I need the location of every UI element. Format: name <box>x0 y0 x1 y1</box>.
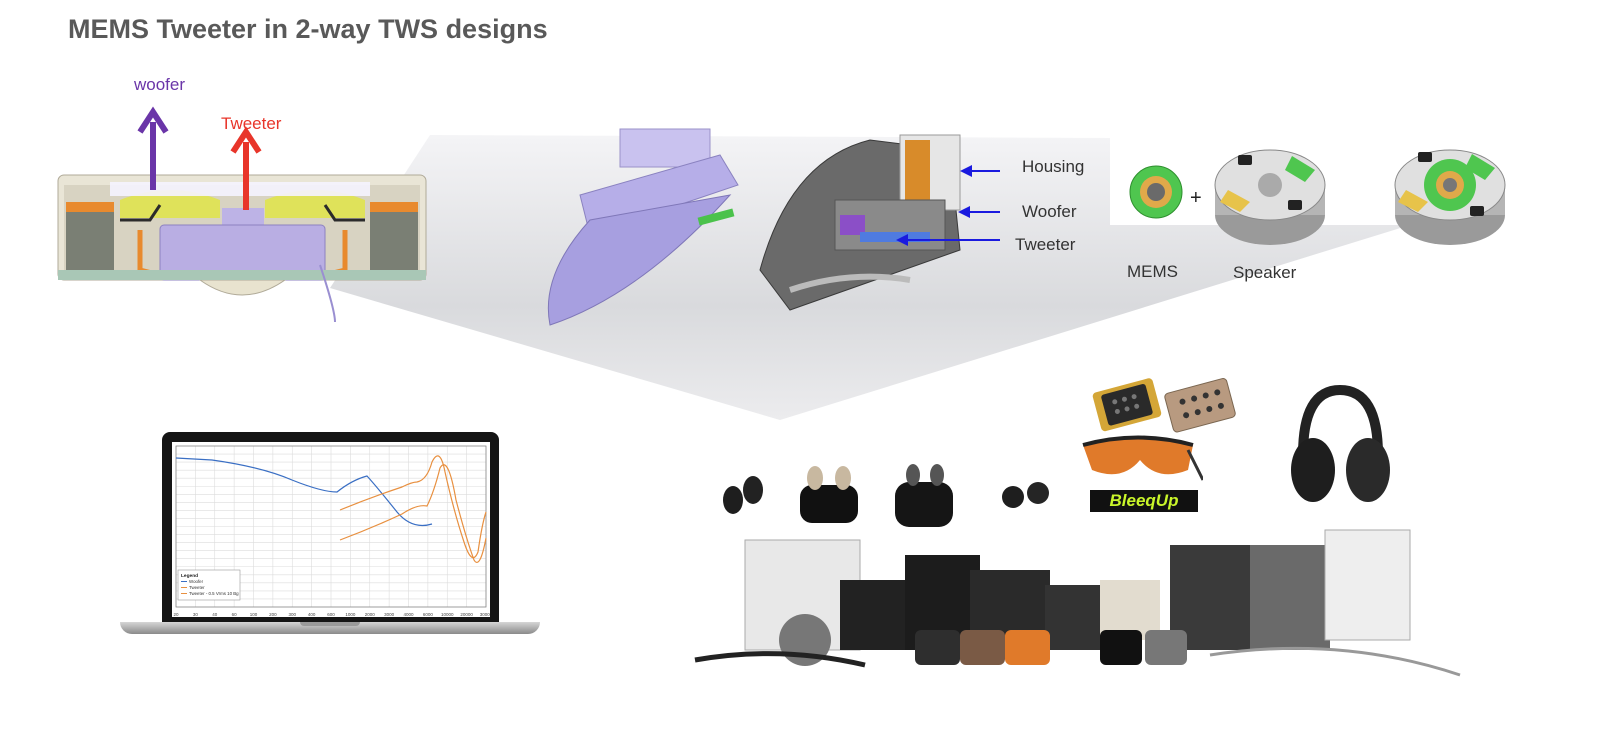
graph-legend-item: Woofer <box>189 579 204 584</box>
graph-legend-box <box>177 569 241 601</box>
graph-x-tick-label: 3000 <box>384 612 395 617</box>
graph-x-tick-label: 300 <box>288 612 296 617</box>
audio-sunglasses <box>1082 435 1203 481</box>
bleequp-logo-text: BleeqUp <box>1109 491 1179 510</box>
graph-x-tick-label: 30 <box>193 612 199 617</box>
woofer-callout: Woofer <box>1022 202 1077 221</box>
graph-x-tick-label: 40 <box>212 612 218 617</box>
woofer-label: woofer <box>134 75 186 94</box>
graph-x-tick-label: 60 <box>232 612 238 617</box>
earbud-housing-render <box>547 128 739 326</box>
tweeter-callout: Tweeter <box>1015 235 1076 254</box>
slide-title: MEMS Tweeter in 2-way TWS designs <box>68 14 548 44</box>
graph-legend-title: Legend <box>181 573 198 579</box>
mems-label: MEMS <box>1127 262 1178 281</box>
graph-x-tick-label: 100 <box>250 612 258 617</box>
bleequp-logo: BleeqUp <box>1090 490 1198 512</box>
over-ear-headphones <box>1291 385 1390 502</box>
graph-x-tick-label: 6000 <box>423 612 434 617</box>
woofer-response-curve <box>175 457 433 527</box>
housing-callout: Housing <box>1022 157 1085 176</box>
mems-chip-components <box>1092 378 1236 433</box>
graph-x-tick-label: 20 <box>173 612 179 617</box>
tweeter-label: Tweeter <box>221 114 282 133</box>
graph-legend-item: Tweeter - 0.5 Vrms 10 Bg <box>189 591 239 596</box>
driver-cross-section <box>57 106 427 323</box>
graph-x-tick-label: 1000 <box>345 612 356 617</box>
tweeter-response-curve <box>339 455 487 559</box>
graph-frame <box>175 445 487 608</box>
tweeter-0-5vrms-response-curve <box>339 464 487 563</box>
graph-x-tick-label: 600 <box>327 612 335 617</box>
laptop-base <box>120 622 540 634</box>
earbud-cutaway-render <box>759 134 1000 311</box>
speaker-label: Speaker <box>1233 263 1297 282</box>
graph-x-tick-label: 30000 <box>480 612 490 617</box>
product-collage: BleeqUp <box>690 375 1520 700</box>
tws-earbuds-row <box>723 464 1049 527</box>
graph-x-tick-label: 10000 <box>441 612 454 617</box>
graph-x-tick-label: 200 <box>269 612 277 617</box>
graph-x-tick-label: 4000 <box>403 612 414 617</box>
graph-x-tick-label: 400 <box>308 612 316 617</box>
retail-product-boxes <box>694 529 1461 677</box>
plus-sign: + <box>1190 187 1202 209</box>
mems-speaker-assembly <box>1129 149 1506 245</box>
laptop: 20 30 40 60 100 200 300 400 600 1000 2000 3000 4000 6… <box>120 432 540 637</box>
laptop-notch <box>300 622 360 626</box>
graph-x-tick-label: 20000 <box>460 612 473 617</box>
frequency-response-graph: 20 30 40 60 100 200 300 400 600 1000 2000 3000 4000 6… <box>172 442 490 617</box>
graph-legend-item: Tweeter <box>189 585 205 590</box>
graph-x-tick-label: 2000 <box>365 612 376 617</box>
